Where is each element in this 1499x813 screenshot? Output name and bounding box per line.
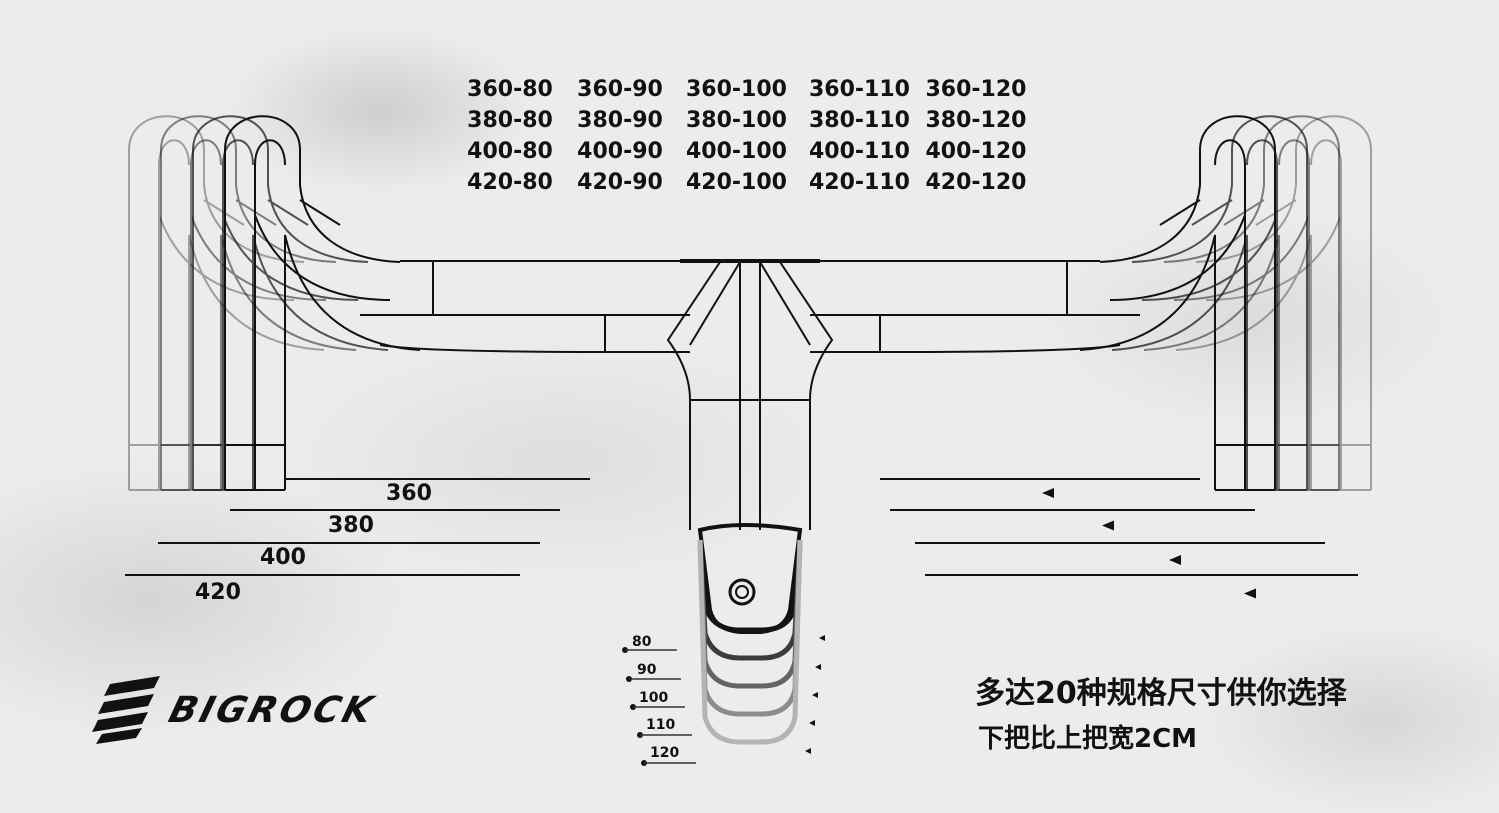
size-option: 360-100 bbox=[686, 77, 787, 102]
size-option: 400-100 bbox=[686, 139, 787, 164]
width-label-400: 400 bbox=[260, 545, 306, 570]
stem-label-120: 120 bbox=[650, 745, 680, 761]
size-option: 360-90 bbox=[577, 77, 663, 102]
arrow-icon bbox=[1244, 588, 1256, 599]
stem-length-outline bbox=[697, 539, 803, 689]
drop-outline bbox=[128, 115, 325, 491]
arrow-icon bbox=[1102, 520, 1114, 531]
stem-length-outline bbox=[697, 539, 803, 745]
size-option: 400-120 bbox=[925, 139, 1027, 164]
size-option: 420-100 bbox=[686, 170, 787, 195]
size-option: 360-120 bbox=[925, 77, 1027, 102]
slogan-line-1: 多达20种规格尺寸供你选择 bbox=[975, 676, 1347, 711]
stem-length-outlines bbox=[697, 539, 803, 745]
arrow-icon bbox=[1042, 488, 1054, 498]
left-drops bbox=[128, 115, 421, 491]
stem-length-outline bbox=[697, 539, 803, 633]
drop-outline bbox=[192, 115, 389, 491]
stem bbox=[666, 261, 834, 634]
stem-length-outline bbox=[697, 539, 803, 717]
size-option: 380-110 bbox=[809, 108, 910, 133]
drop-outline bbox=[1143, 115, 1340, 491]
width-label-360: 360 bbox=[386, 481, 432, 506]
bigrock-logo: BIGROCK bbox=[92, 676, 380, 744]
right-drops bbox=[1079, 115, 1372, 491]
stem-length-marks bbox=[622, 635, 825, 766]
drop-outline bbox=[1111, 115, 1308, 491]
arrow-icon bbox=[812, 692, 818, 698]
width-label-420: 420 bbox=[195, 580, 241, 605]
top-bar bbox=[360, 259, 1140, 353]
size-option: 360-110 bbox=[809, 77, 910, 102]
size-option: 380-100 bbox=[686, 108, 787, 133]
size-option: 380-120 bbox=[925, 108, 1027, 133]
stem-label-100: 100 bbox=[639, 690, 669, 706]
stem-length-outline bbox=[697, 539, 803, 661]
size-option: 360-80 bbox=[467, 77, 553, 102]
arrow-icon bbox=[815, 664, 821, 670]
size-option: 400-80 bbox=[467, 139, 553, 164]
arrow-icon bbox=[1169, 555, 1181, 565]
arrow-icon bbox=[819, 635, 825, 641]
size-option: 400-90 bbox=[577, 139, 663, 164]
stem-label-110: 110 bbox=[646, 717, 676, 733]
drop-outline bbox=[1079, 115, 1276, 491]
size-option: 380-90 bbox=[577, 108, 663, 133]
size-option: 420-80 bbox=[467, 170, 553, 195]
drop-outline bbox=[224, 115, 421, 491]
drop-outline bbox=[160, 115, 357, 491]
width-lines bbox=[125, 478, 1358, 599]
logo-stripes-icon bbox=[92, 676, 160, 744]
arrow-icon bbox=[809, 720, 815, 726]
size-option: 380-80 bbox=[467, 108, 553, 133]
size-table: 360-80 360-90 360-100 360-110 360-120 380-80 3… bbox=[455, 76, 1031, 196]
drop-outline bbox=[1175, 115, 1372, 491]
size-option: 400-110 bbox=[809, 139, 910, 164]
logo-text: BIGROCK bbox=[164, 689, 380, 731]
slogan-line-2: 下把比上把宽2CM bbox=[978, 724, 1198, 754]
size-option: 420-110 bbox=[809, 170, 910, 195]
stem-label-80: 80 bbox=[632, 634, 652, 650]
size-option: 420-120 bbox=[925, 170, 1027, 195]
width-label-380: 380 bbox=[328, 513, 374, 538]
arrow-icon bbox=[805, 748, 811, 754]
size-option: 420-90 bbox=[577, 170, 663, 195]
stem-label-90: 90 bbox=[637, 662, 657, 678]
